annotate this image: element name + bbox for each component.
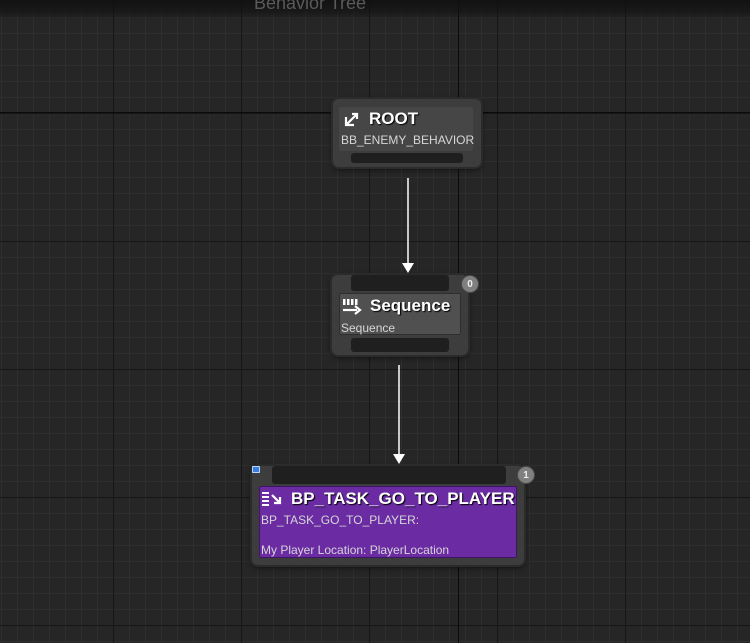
task-node[interactable]: BP_TASK_GO_TO_PLAYER BP_TASK_GO_TO_PLAYE…	[252, 466, 524, 565]
graph-top-bar	[0, 0, 750, 20]
sequence-node-title: Sequence	[342, 296, 450, 316]
blueprint-marker-icon	[252, 466, 260, 473]
sequence-node-label: Sequence	[370, 296, 451, 315]
root-node-label: ROOT	[369, 109, 419, 128]
sequence-description: Sequence	[341, 321, 396, 335]
task-node-label: BP_TASK_GO_TO_PLAYER	[291, 489, 515, 508]
task-execution-index-badge: 1	[517, 466, 535, 484]
task-property-value: My Player Location: PlayerLocation	[261, 543, 450, 557]
task-node-title: BP_TASK_GO_TO_PLAYER	[261, 489, 515, 509]
sequence-node[interactable]: Sequence Sequence	[332, 275, 468, 355]
graph-title: Behavior Tree	[254, 0, 367, 13]
sequence-input-pin[interactable]	[351, 275, 449, 291]
sequence-node-body	[339, 293, 461, 335]
root-node-title: ROOT	[343, 109, 418, 129]
task-description: BP_TASK_GO_TO_PLAYER:	[261, 513, 420, 527]
task-input-pin[interactable]	[272, 466, 506, 484]
sequence-execution-index-badge: 0	[461, 275, 479, 293]
root-blackboard-label: BB_ENEMY_BEHAVIOR	[341, 133, 475, 147]
root-node-body	[339, 107, 473, 151]
task-icon	[262, 492, 282, 506]
task-node-body	[259, 486, 517, 558]
root-output-pin[interactable]	[351, 153, 463, 163]
root-node[interactable]: ROOT BB_ENEMY_BEHAVIOR	[333, 99, 481, 167]
root-icon	[344, 112, 359, 127]
sequence-output-pin[interactable]	[351, 338, 449, 352]
sequence-icon	[343, 299, 362, 315]
